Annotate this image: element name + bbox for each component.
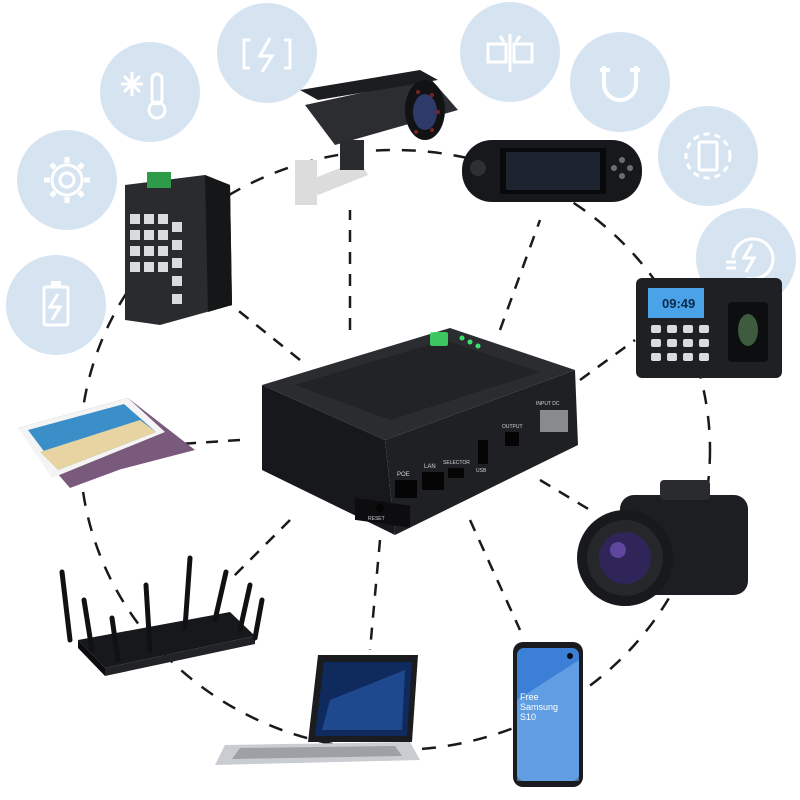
handheld-console (462, 140, 642, 202)
feature-bubble-fast-charge (217, 3, 317, 103)
short-circuit-protection-icon (486, 34, 534, 72)
phone-screen-text: Free Samsung S10 (520, 692, 559, 722)
network-switch (125, 172, 232, 325)
security-camera (295, 70, 458, 205)
reset-button-hole (376, 504, 384, 512)
lan-port (422, 472, 444, 490)
usb-label: USB (476, 468, 487, 474)
output-label: OUTPUT (502, 424, 523, 430)
laptop (215, 655, 420, 765)
status-leds (430, 332, 481, 349)
poe-label: POE (397, 472, 410, 478)
input-dc-port (540, 410, 568, 432)
feature-bubble-battery (6, 255, 106, 355)
feature-bubble-magnet (570, 32, 670, 132)
selector-switch (448, 468, 464, 478)
smartphone: Free Samsung S10 (513, 642, 583, 787)
switch-ports (130, 214, 182, 304)
feature-bubble-temperature (100, 42, 200, 142)
power-plug-icon (726, 237, 775, 281)
dslr-camera (577, 480, 748, 606)
feature-bubble-gear (17, 130, 117, 230)
poe-port (395, 480, 417, 498)
usb-port (478, 440, 488, 464)
router-antennas (59, 555, 265, 663)
switch-terminal-block (147, 172, 171, 188)
feature-bubble-rotation (658, 106, 758, 206)
lan-label: LAN (424, 464, 436, 470)
rotation-device-icon (684, 132, 732, 180)
time-attendance-terminal: 09:49 (636, 278, 782, 378)
mini-ups-device: POE LAN SELECTOR USB OUTPUT INPUT DC RES… (262, 328, 578, 535)
output-port (505, 432, 519, 446)
fast-charge-icon (242, 37, 292, 73)
fingerprint-sensor (738, 314, 758, 346)
selector-label: SELECTOR (443, 460, 470, 466)
tablet (18, 398, 195, 488)
temperature-snowflake-icon (121, 72, 167, 120)
keypad (651, 325, 709, 361)
battery-charge-icon (42, 281, 70, 327)
input-label: INPUT DC (536, 401, 560, 407)
clock-display: 09:49 (662, 296, 695, 311)
wifi-router (59, 555, 265, 676)
reset-label: RESET (368, 516, 385, 522)
connection-spokes (164, 210, 636, 651)
gear-speed-icon (44, 157, 90, 203)
magnet-icon (600, 66, 640, 102)
feature-bubble-protection (460, 2, 560, 102)
clock-screen (648, 288, 704, 318)
